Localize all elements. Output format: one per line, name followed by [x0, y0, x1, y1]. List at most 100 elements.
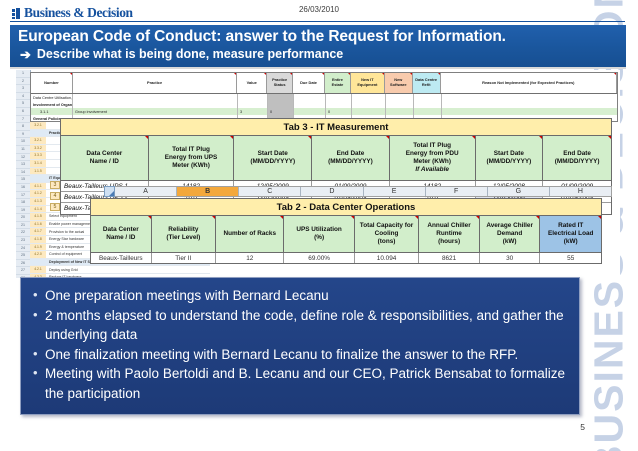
tab3-header-cell: Start Date(MM/DD/YYYY) [476, 136, 544, 180]
bullet-list: One preparation meetings with Bernard Le… [31, 285, 569, 403]
row-header-cell[interactable]: 26 [16, 260, 30, 268]
row-header-cell[interactable]: 10 [16, 138, 30, 146]
tab2-cell: Tier II [152, 253, 217, 264]
background-list-number: 4.1.7 [30, 228, 46, 235]
background-list-label: Energy & temperature [49, 244, 85, 249]
tab2-header-line: Name / ID [106, 234, 136, 241]
background-table-cell [352, 94, 386, 101]
tab3-header-line: Total IT Plug [413, 141, 452, 149]
tab3-header-line: End Date [563, 149, 591, 157]
row-header-cell[interactable]: 23 [16, 237, 30, 245]
background-table-cell: Involvement of Organisational Groups [33, 101, 73, 108]
tab3-header-line: (MM/DD/YYYY) [554, 158, 600, 165]
row-header-cell[interactable]: 1 [16, 70, 30, 78]
row-header-cell[interactable]: 27 [16, 267, 30, 276]
background-table-header-cell: Practice [73, 73, 238, 93]
background-list-label: Control of equipment [49, 252, 83, 257]
row-header-cell[interactable]: 20 [16, 214, 30, 222]
row-header-cell[interactable]: 9 [16, 131, 30, 139]
tab3-cell: 01/09/2009 [312, 192, 390, 203]
tab3-header-line: Total IT Plug [172, 145, 210, 153]
title-underline [10, 67, 626, 69]
background-table-cell [414, 101, 442, 108]
row-header-cell[interactable]: 11 [16, 146, 30, 154]
tab3-header-cell: Start Date(MM/DD/YYYY) [234, 136, 313, 180]
background-table-header-cell: Value [237, 73, 268, 93]
background-list-number: 4.1.1 [30, 182, 46, 190]
background-list-number: 4.1.5 [30, 213, 46, 220]
bullet-item: One finalization meeting with Bernard Le… [31, 344, 569, 365]
row-header-cell[interactable]: 25 [16, 252, 30, 260]
background-list-number: 4.2.0 [30, 251, 46, 258]
background-table-header-cell: New IT Equipment [350, 73, 385, 93]
background-list-number: 4.1.6 [30, 220, 46, 228]
row-header-cell[interactable]: 13 [16, 161, 30, 169]
background-table-header-cell: Reason Not Implemented (for Expected Pra… [441, 73, 617, 93]
tab2-header-cell: Reliability(Tier Level) [151, 216, 217, 252]
column-header-c[interactable]: C [239, 187, 302, 196]
tab2-header-line: Rated IT [558, 221, 584, 229]
select-all-corner[interactable] [104, 186, 115, 197]
tab3-header-line: Energy from PDU [405, 149, 459, 157]
row-header-cell[interactable]: 4 [16, 93, 30, 101]
column-header-f[interactable]: F [426, 187, 488, 196]
column-header-b[interactable]: B [177, 187, 240, 196]
row-header-cell[interactable]: 3 [16, 85, 30, 93]
background-table-cell [414, 94, 442, 101]
row-header-cell[interactable]: 5 [16, 100, 30, 108]
column-header-d[interactable]: D [301, 187, 364, 196]
background-table-cell [268, 101, 294, 108]
column-header-e[interactable]: E [364, 187, 426, 196]
background-list-label: Reduce IT hardware [46, 275, 82, 278]
background-list-number: 4.1.2 [30, 190, 46, 197]
tab3-cell: 12/05/2009 [234, 192, 313, 203]
tab2-header-line: Runtime [436, 229, 462, 237]
background-list-row: 4.2.2Reduce IT hardware [30, 273, 210, 278]
row-header-cell[interactable]: 12 [16, 154, 30, 162]
background-table-row: Involvement of Organisational Groups [31, 101, 617, 108]
background-table-row: Data Centre Utilisation, Management and … [31, 94, 617, 101]
tab3-row-number[interactable]: 3 [50, 181, 60, 189]
column-header-a[interactable]: A [115, 187, 178, 196]
row-header-cell[interactable]: 24 [16, 245, 30, 253]
background-list-number: 1.1.5 [30, 167, 46, 175]
background-list-label: Deploy using Grid [49, 267, 78, 272]
tab3-row-number[interactable]: 5 [50, 203, 60, 212]
tab3-header-line: (MM/DD/YYYY) [328, 158, 373, 165]
row-header-cell[interactable]: 22 [16, 229, 30, 238]
row-header-cell[interactable]: 16 [16, 184, 30, 192]
tab2-header-line: (kW) [563, 238, 578, 246]
column-header-g[interactable]: G [488, 187, 550, 196]
row-header-cell[interactable]: 17 [16, 192, 30, 200]
tab3-row-number[interactable]: 4 [50, 192, 60, 201]
row-header-cell[interactable]: 15 [16, 176, 30, 184]
page-number: 5 [580, 422, 585, 432]
background-list-number: 4.1.8 [30, 235, 46, 243]
background-table-cell [386, 108, 414, 115]
logo-mark-icon [12, 7, 21, 19]
row-header-cell[interactable]: 7 [16, 116, 30, 124]
row-header-cell[interactable]: 2 [16, 78, 30, 86]
row-header-cell[interactable]: 18 [16, 199, 30, 207]
background-list-label: Select equipment [49, 214, 77, 219]
tab2-cell: 30 [480, 253, 541, 264]
tab2-cell: 12 [216, 253, 285, 264]
tab3-banner: Tab 3 - IT Measurement [61, 119, 611, 136]
tab2-header-line: Cooling [374, 229, 399, 237]
row-header-cell[interactable]: 14 [16, 169, 30, 177]
tab2-cell: Beaux-Tailleurs [91, 253, 152, 264]
column-header-h[interactable]: H [577, 188, 583, 195]
row-header-cell[interactable]: 21 [16, 222, 30, 230]
row-header-cell[interactable]: 8 [16, 123, 30, 131]
row-header-cell[interactable]: 6 [16, 108, 30, 116]
logo-text: Business & Decision [24, 5, 133, 20]
row-header-cell[interactable]: 19 [16, 207, 30, 215]
tab2-header-line: Number of Racks [223, 229, 277, 237]
